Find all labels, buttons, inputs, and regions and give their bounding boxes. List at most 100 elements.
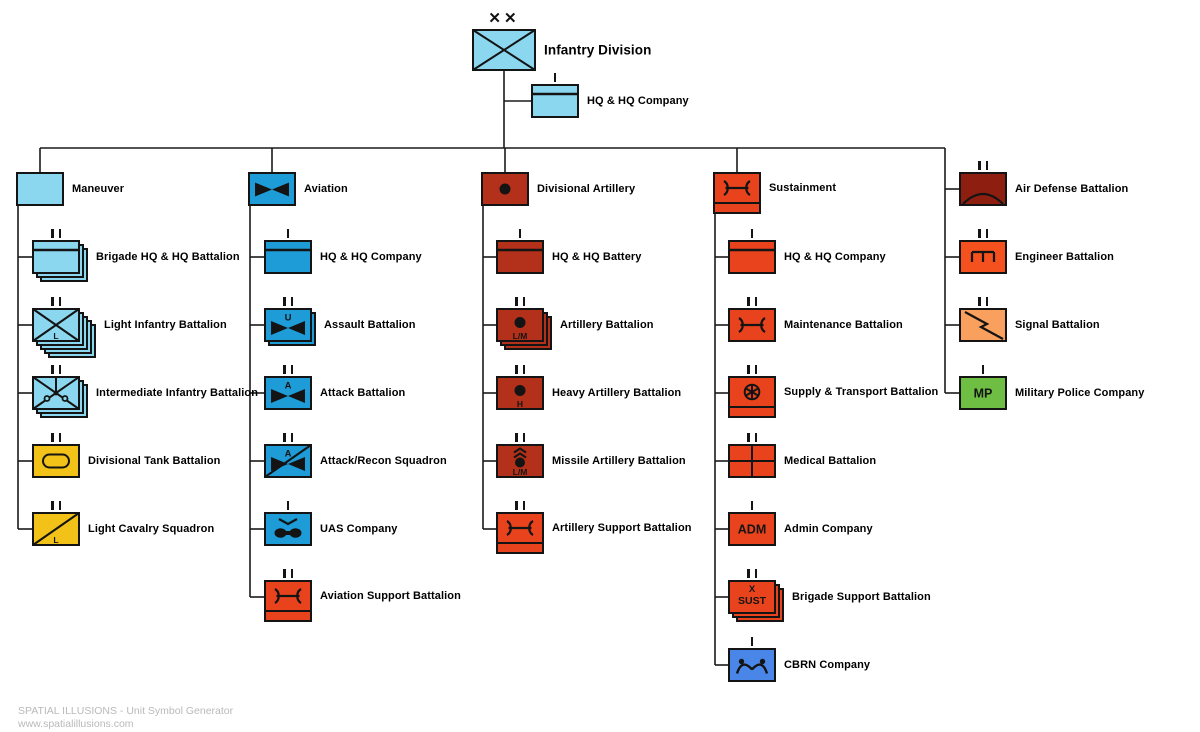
- unit-label-cbrn-company: CBRN Company: [784, 659, 871, 671]
- unit-symbol-artillery-battalion: L/M: [496, 308, 552, 350]
- unit-symbol-infantry-division: [472, 29, 536, 71]
- unit-symbol-medical-battalion: [728, 444, 776, 478]
- unit-label-maintenance-battalion: Maintenance Battalion: [784, 319, 903, 331]
- unit-label-missile-artillery-battalion: Missile Artillery Battalion: [552, 455, 686, 467]
- unit-symbol-aviation-support-battalion: [264, 580, 312, 622]
- unit-symbol-hq-hq-company: [264, 240, 312, 274]
- svg-text:L/M: L/M: [513, 467, 528, 477]
- unit-symbol-uas-company: [264, 512, 312, 546]
- echelon-hq-hq-company: [729, 228, 775, 238]
- unit-label-assault-battalion: Assault Battalion: [324, 319, 416, 331]
- unit-symbol-engineer-battalion: [959, 240, 1007, 274]
- watermark: SPATIAL ILLUSIONS - Unit Symbol Generato…: [18, 705, 233, 730]
- echelon-military-police-company: [960, 364, 1006, 374]
- svg-text:ADM: ADM: [738, 523, 766, 537]
- unit-symbol-aviation: [248, 172, 296, 206]
- echelon-attack-battalion: [265, 364, 311, 374]
- unit-label-supply-transport-battalion: Supply & Transport Battalion: [784, 386, 939, 398]
- unit-symbol-military-police-company: MP: [959, 376, 1007, 410]
- unit-label-sustainment: Sustainment: [769, 182, 837, 194]
- unit-label-divisional-artillery: Divisional Artillery: [537, 183, 636, 195]
- unit-symbol-intermediate-infantry-battalion: [32, 376, 88, 418]
- echelon-hq-hq-company: [532, 72, 578, 82]
- echelon-artillery-battalion: [497, 296, 543, 306]
- unit-label-engineer-battalion: Engineer Battalion: [1015, 251, 1114, 263]
- echelon-air-defense-battalion: [960, 160, 1006, 170]
- unit-label-divisional-tank-battalion: Divisional Tank Battalion: [88, 455, 221, 467]
- unit-label-hq-hq-company: HQ & HQ Company: [784, 251, 886, 263]
- echelon-intermediate-infantry-battalion: [33, 364, 79, 374]
- echelon-cbrn-company: [729, 636, 775, 646]
- echelon-signal-battalion: [960, 296, 1006, 306]
- unit-symbol-artillery-support-battalion: [496, 512, 544, 554]
- unit-symbol-light-infantry-battalion: L: [32, 308, 96, 358]
- unit-label-attack-battalion: Attack Battalion: [320, 387, 406, 399]
- unit-label-uas-company: UAS Company: [320, 523, 398, 535]
- echelon-heavy-artillery-battalion: [497, 364, 543, 374]
- unit-label-brigade-support-battalion: Brigade Support Battalion: [792, 591, 931, 603]
- unit-label-hq-hq-battery: HQ & HQ Battery: [552, 251, 642, 263]
- echelon-light-infantry-battalion: [33, 296, 79, 306]
- echelon-uas-company: [265, 500, 311, 510]
- unit-label-hq-hq-company: HQ & HQ Company: [587, 95, 689, 107]
- unit-symbol-admin-company: ADM: [728, 512, 776, 546]
- svg-text:L: L: [53, 535, 58, 545]
- echelon-missile-artillery-battalion: [497, 432, 543, 442]
- unit-symbol-signal-battalion: [959, 308, 1007, 342]
- unit-label-air-defense-battalion: Air Defense Battalion: [1015, 183, 1129, 195]
- unit-label-attack-recon-squadron: Attack/Recon Squadron: [320, 455, 447, 467]
- unit-symbol-hq-hq-battery: [496, 240, 544, 274]
- echelon-brigade-support-battalion: [729, 568, 775, 578]
- unit-label-light-cavalry-squadron: Light Cavalry Squadron: [88, 523, 215, 535]
- echelon-infantry-division: ✕✕: [488, 10, 520, 27]
- unit-label-brigade-hq-hq-battalion: Brigade HQ & HQ Battalion: [96, 251, 240, 263]
- echelon-aviation-support-battalion: [265, 568, 311, 578]
- unit-symbol-maneuver: [16, 172, 64, 206]
- echelon-supply-transport-battalion: [729, 364, 775, 374]
- echelon-medical-battalion: [729, 432, 775, 442]
- echelon-brigade-hq-hq-battalion: [33, 228, 79, 238]
- unit-label-heavy-artillery-battalion: Heavy Artillery Battalion: [552, 387, 682, 399]
- unit-symbol-cbrn-company: [728, 648, 776, 682]
- svg-text:U: U: [285, 313, 292, 324]
- unit-symbol-maintenance-battalion: [728, 308, 776, 342]
- svg-text:X: X: [749, 584, 756, 595]
- echelon-hq-hq-battery: [497, 228, 543, 238]
- svg-text:SUST: SUST: [738, 595, 767, 607]
- svg-text:H: H: [517, 399, 523, 409]
- watermark-url: www.spatialillusions.com: [18, 717, 134, 730]
- unit-label-military-police-company: Military Police Company: [1015, 387, 1145, 399]
- unit-label-aviation-support-battalion: Aviation Support Battalion: [320, 590, 461, 602]
- unit-label-hq-hq-company: HQ & HQ Company: [320, 251, 422, 263]
- unit-symbol-sustainment: [713, 172, 761, 214]
- svg-text:A: A: [285, 449, 292, 460]
- unit-label-signal-battalion: Signal Battalion: [1015, 319, 1100, 331]
- unit-label-aviation: Aviation: [304, 183, 348, 195]
- echelon-attack-recon-squadron: [265, 432, 311, 442]
- echelon-light-cavalry-squadron: [33, 500, 79, 510]
- svg-text:L: L: [53, 331, 58, 341]
- echelon-maintenance-battalion: [729, 296, 775, 306]
- unit-label-light-infantry-battalion: Light Infantry Battalion: [104, 319, 227, 331]
- unit-symbol-hq-hq-company: [728, 240, 776, 274]
- unit-symbol-brigade-hq-hq-battalion: [32, 240, 88, 282]
- unit-symbol-attack-battalion: A: [264, 376, 312, 410]
- echelon-artillery-support-battalion: [497, 500, 543, 510]
- svg-text:L/M: L/M: [513, 331, 528, 341]
- unit-label-medical-battalion: Medical Battalion: [784, 455, 877, 467]
- unit-symbol-divisional-tank-battalion: [32, 444, 80, 478]
- watermark-title: SPATIAL ILLUSIONS - Unit Symbol Generato…: [18, 705, 234, 717]
- echelon-assault-battalion: [265, 296, 311, 306]
- echelon-hq-hq-company: [265, 228, 311, 238]
- unit-label-artillery-battalion: Artillery Battalion: [560, 319, 654, 331]
- unit-symbol-attack-recon-squadron: A: [264, 444, 312, 478]
- unit-symbol-hq-hq-company: [531, 84, 579, 118]
- unit-label-intermediate-infantry-battalion: Intermediate Infantry Battalion: [96, 387, 259, 399]
- svg-text:MP: MP: [974, 387, 993, 401]
- unit-symbol-air-defense-battalion: [959, 172, 1007, 206]
- unit-symbol-heavy-artillery-battalion: H: [496, 376, 544, 410]
- unit-symbol-light-cavalry-squadron: L: [32, 512, 80, 546]
